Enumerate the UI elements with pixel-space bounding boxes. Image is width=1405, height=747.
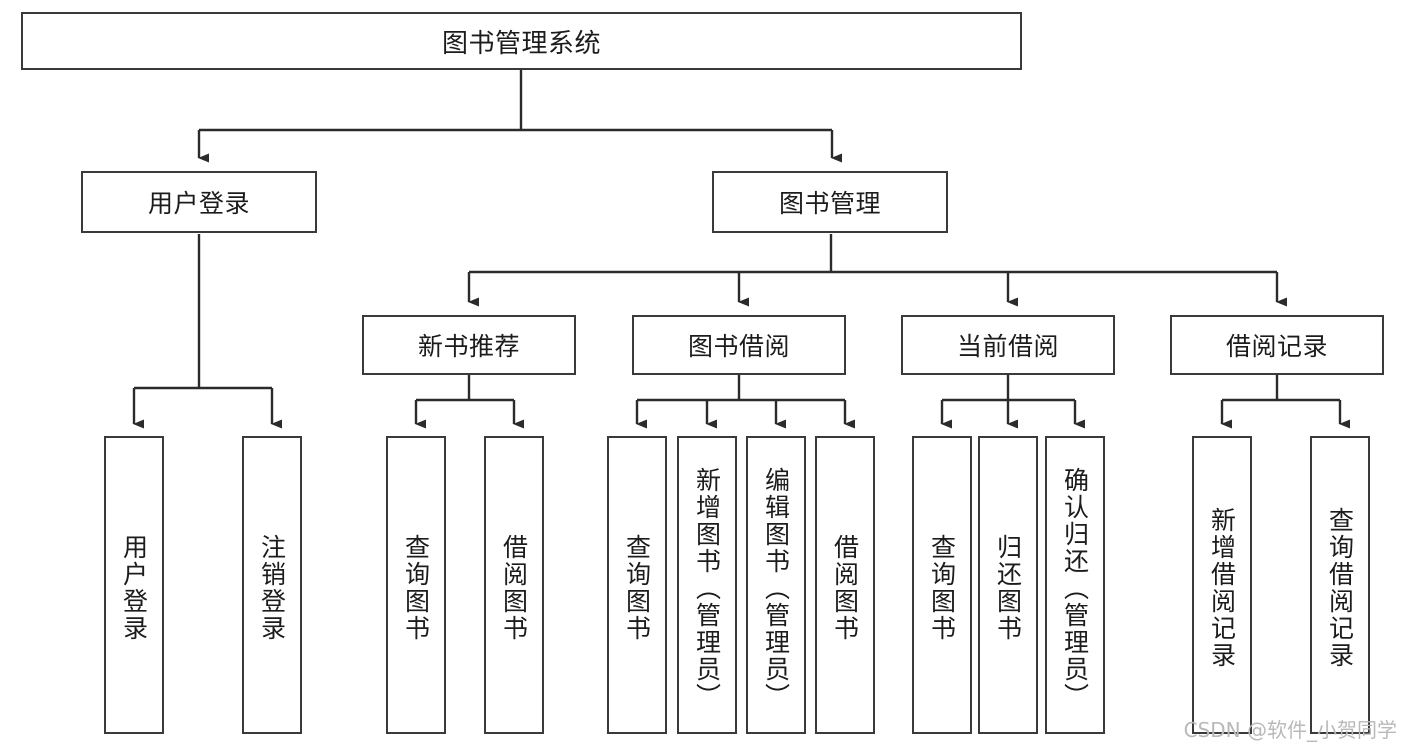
node-leaf-borrow-book-1[interactable]: 借阅图书: [484, 436, 544, 734]
node-leaf-return-book-label: 归还图书: [993, 534, 1023, 642]
node-leaf-add-book-label: 新增图书（管理员）: [692, 466, 722, 710]
node-leaf-user-login-label: 用户登录: [119, 534, 149, 642]
node-root-label: 图书管理系统: [441, 28, 601, 59]
node-leaf-user-login[interactable]: 用户登录: [104, 436, 164, 734]
node-book-borrow[interactable]: 图书借阅: [632, 315, 846, 375]
node-leaf-edit-book[interactable]: 编辑图书（管理员）: [746, 436, 806, 734]
node-leaf-query-book-3[interactable]: 查询图书: [912, 436, 972, 734]
node-leaf-query-book-1[interactable]: 查询图书: [386, 436, 446, 734]
node-book-manage[interactable]: 图书管理: [712, 171, 948, 233]
node-current-borrow-label: 当前借阅: [956, 332, 1059, 361]
node-leaf-edit-book-label: 编辑图书（管理员）: [761, 466, 791, 710]
node-leaf-query-record[interactable]: 查询借阅记录: [1310, 436, 1370, 734]
node-new-book-rec-label: 新书推荐: [417, 332, 520, 361]
node-borrow-record-label: 借阅记录: [1225, 332, 1328, 361]
node-user-login[interactable]: 用户登录: [81, 171, 317, 233]
node-leaf-add-record[interactable]: 新增借阅记录: [1192, 436, 1252, 734]
node-leaf-add-book[interactable]: 新增图书（管理员）: [677, 436, 737, 734]
node-leaf-query-book-2[interactable]: 查询图书: [607, 436, 667, 734]
node-leaf-query-book-2-label: 查询图书: [622, 534, 652, 642]
node-root[interactable]: 图书管理系统: [21, 12, 1022, 70]
node-leaf-add-record-label: 新增借阅记录: [1207, 507, 1237, 669]
node-book-borrow-label: 图书借阅: [687, 332, 790, 361]
node-leaf-logout-login-label: 注销登录: [257, 534, 287, 642]
node-leaf-query-record-label: 查询借阅记录: [1325, 507, 1355, 669]
node-leaf-confirm-return[interactable]: 确认归还（管理员）: [1045, 436, 1105, 734]
node-leaf-return-book[interactable]: 归还图书: [978, 436, 1038, 734]
node-book-manage-label: 图书管理: [778, 189, 881, 218]
node-leaf-confirm-return-label: 确认归还（管理员）: [1060, 466, 1090, 710]
node-leaf-borrow-book-1-label: 借阅图书: [499, 534, 529, 642]
node-leaf-query-book-3-label: 查询图书: [927, 534, 957, 642]
node-leaf-borrow-book-2[interactable]: 借阅图书: [815, 436, 875, 734]
node-leaf-logout-login[interactable]: 注销登录: [242, 436, 302, 734]
node-user-login-label: 用户登录: [147, 189, 250, 218]
node-borrow-record[interactable]: 借阅记录: [1170, 315, 1384, 375]
node-leaf-borrow-book-2-label: 借阅图书: [830, 534, 860, 642]
node-current-borrow[interactable]: 当前借阅: [901, 315, 1115, 375]
node-new-book-rec[interactable]: 新书推荐: [362, 315, 576, 375]
node-leaf-query-book-1-label: 查询图书: [401, 534, 431, 642]
